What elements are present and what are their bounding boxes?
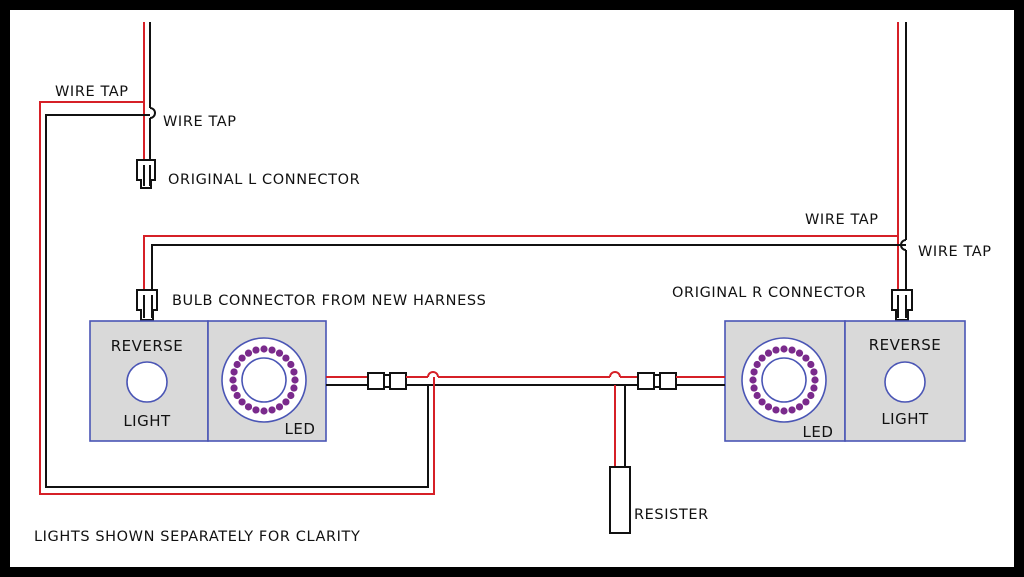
- left-feed-wires: [39, 22, 435, 495]
- left-led-ring-icon: [221, 337, 307, 423]
- original-r-connector: [891, 289, 913, 321]
- right-led-dot: [788, 346, 796, 354]
- left-light-label: LIGHT: [123, 412, 171, 430]
- right-led-dot: [788, 406, 796, 414]
- wire-tap-r-inner-label: WIRE TAP: [918, 244, 992, 260]
- original-r-connector-label: ORIGINAL R CONNECTOR: [672, 285, 866, 301]
- left-led-dot: [252, 346, 260, 354]
- wire-tap-l-outer-label: WIRE TAP: [55, 84, 129, 100]
- left-led-dot: [260, 407, 268, 415]
- wire-tap-r-outer-label: WIRE TAP: [805, 212, 879, 228]
- left-led-dot: [244, 349, 253, 357]
- left-led-dot: [238, 354, 246, 362]
- right-led-dot: [758, 354, 766, 362]
- right-led-dot: [810, 384, 818, 392]
- left-led-dot: [287, 360, 295, 369]
- left-led-dot: [229, 376, 237, 384]
- right-led-dot: [795, 349, 804, 357]
- resister-label: RESISTER: [634, 507, 709, 523]
- left-led-dot: [282, 354, 290, 362]
- bulb-connector-label: BULB CONNECTOR FROM NEW HARNESS: [172, 293, 486, 309]
- led-harness-wires: [326, 371, 725, 534]
- left-light-assembly: [89, 320, 327, 442]
- right-led-dot: [807, 360, 815, 369]
- left-led-dot: [260, 345, 268, 353]
- left-led-label: LED: [285, 420, 316, 438]
- left-led-dot: [275, 349, 284, 357]
- right-reverse-bulb-icon: [884, 361, 926, 403]
- left-led-dot: [244, 403, 253, 411]
- right-led-dot: [780, 345, 788, 353]
- right-feed-wires: [143, 22, 907, 290]
- wire-tap-l-inner-label: WIRE TAP: [163, 114, 237, 130]
- left-led-dot: [268, 346, 276, 354]
- original-l-connector-label: ORIGINAL L CONNECTOR: [168, 172, 360, 188]
- right-light-assembly: [724, 320, 966, 442]
- right-led-label: LED: [803, 423, 834, 441]
- diagram-canvas: WIRE TAP WIRE TAP ORIGINAL L CONNECTOR W…: [10, 10, 1014, 567]
- right-led-dot: [758, 398, 766, 406]
- right-led-ring-icon: [741, 337, 827, 423]
- right-led-dot: [795, 403, 804, 411]
- right-inline-connector: [637, 372, 677, 390]
- right-led-dot: [772, 346, 780, 354]
- right-led-dot: [802, 398, 810, 406]
- right-led-dot: [810, 368, 818, 376]
- right-led-dot: [749, 376, 757, 384]
- resister-icon: [609, 466, 631, 534]
- right-led-dot: [764, 349, 773, 357]
- wiring-diagram: WIRE TAP WIRE TAP ORIGINAL L CONNECTOR W…: [34, 22, 992, 545]
- left-led-dot: [233, 391, 241, 400]
- left-led-dot: [291, 376, 299, 384]
- footnote-label: LIGHTS SHOWN SEPARATELY FOR CLARITY: [34, 529, 360, 545]
- left-led-dot: [233, 360, 241, 369]
- left-led-dot: [230, 384, 238, 392]
- left-inline-connector: [367, 372, 407, 390]
- left-led-dot: [290, 384, 298, 392]
- left-led-dot: [290, 368, 298, 376]
- right-reverse-label: REVERSE: [869, 336, 942, 354]
- left-reverse-bulb-icon: [126, 361, 168, 403]
- right-led-dot: [750, 384, 758, 392]
- right-led-dot: [772, 406, 780, 414]
- right-led-dot: [802, 354, 810, 362]
- left-led-dot: [287, 391, 295, 400]
- right-led-dot: [750, 368, 758, 376]
- bulb-connector: [136, 289, 158, 321]
- right-led-dot: [807, 391, 815, 400]
- left-led-dot: [238, 398, 246, 406]
- right-led-dot: [753, 391, 761, 400]
- right-led-dot: [764, 403, 773, 411]
- left-led-dot: [282, 398, 290, 406]
- left-reverse-label: REVERSE: [111, 337, 184, 355]
- left-led-dot: [252, 406, 260, 414]
- right-led-dot: [811, 376, 819, 384]
- original-l-connector: [136, 159, 156, 189]
- right-led-dot: [780, 407, 788, 415]
- right-light-label: LIGHT: [881, 410, 929, 428]
- left-led-dot: [268, 406, 276, 414]
- right-led-dot: [753, 360, 761, 369]
- left-led-dot: [230, 368, 238, 376]
- left-led-dot: [275, 403, 284, 411]
